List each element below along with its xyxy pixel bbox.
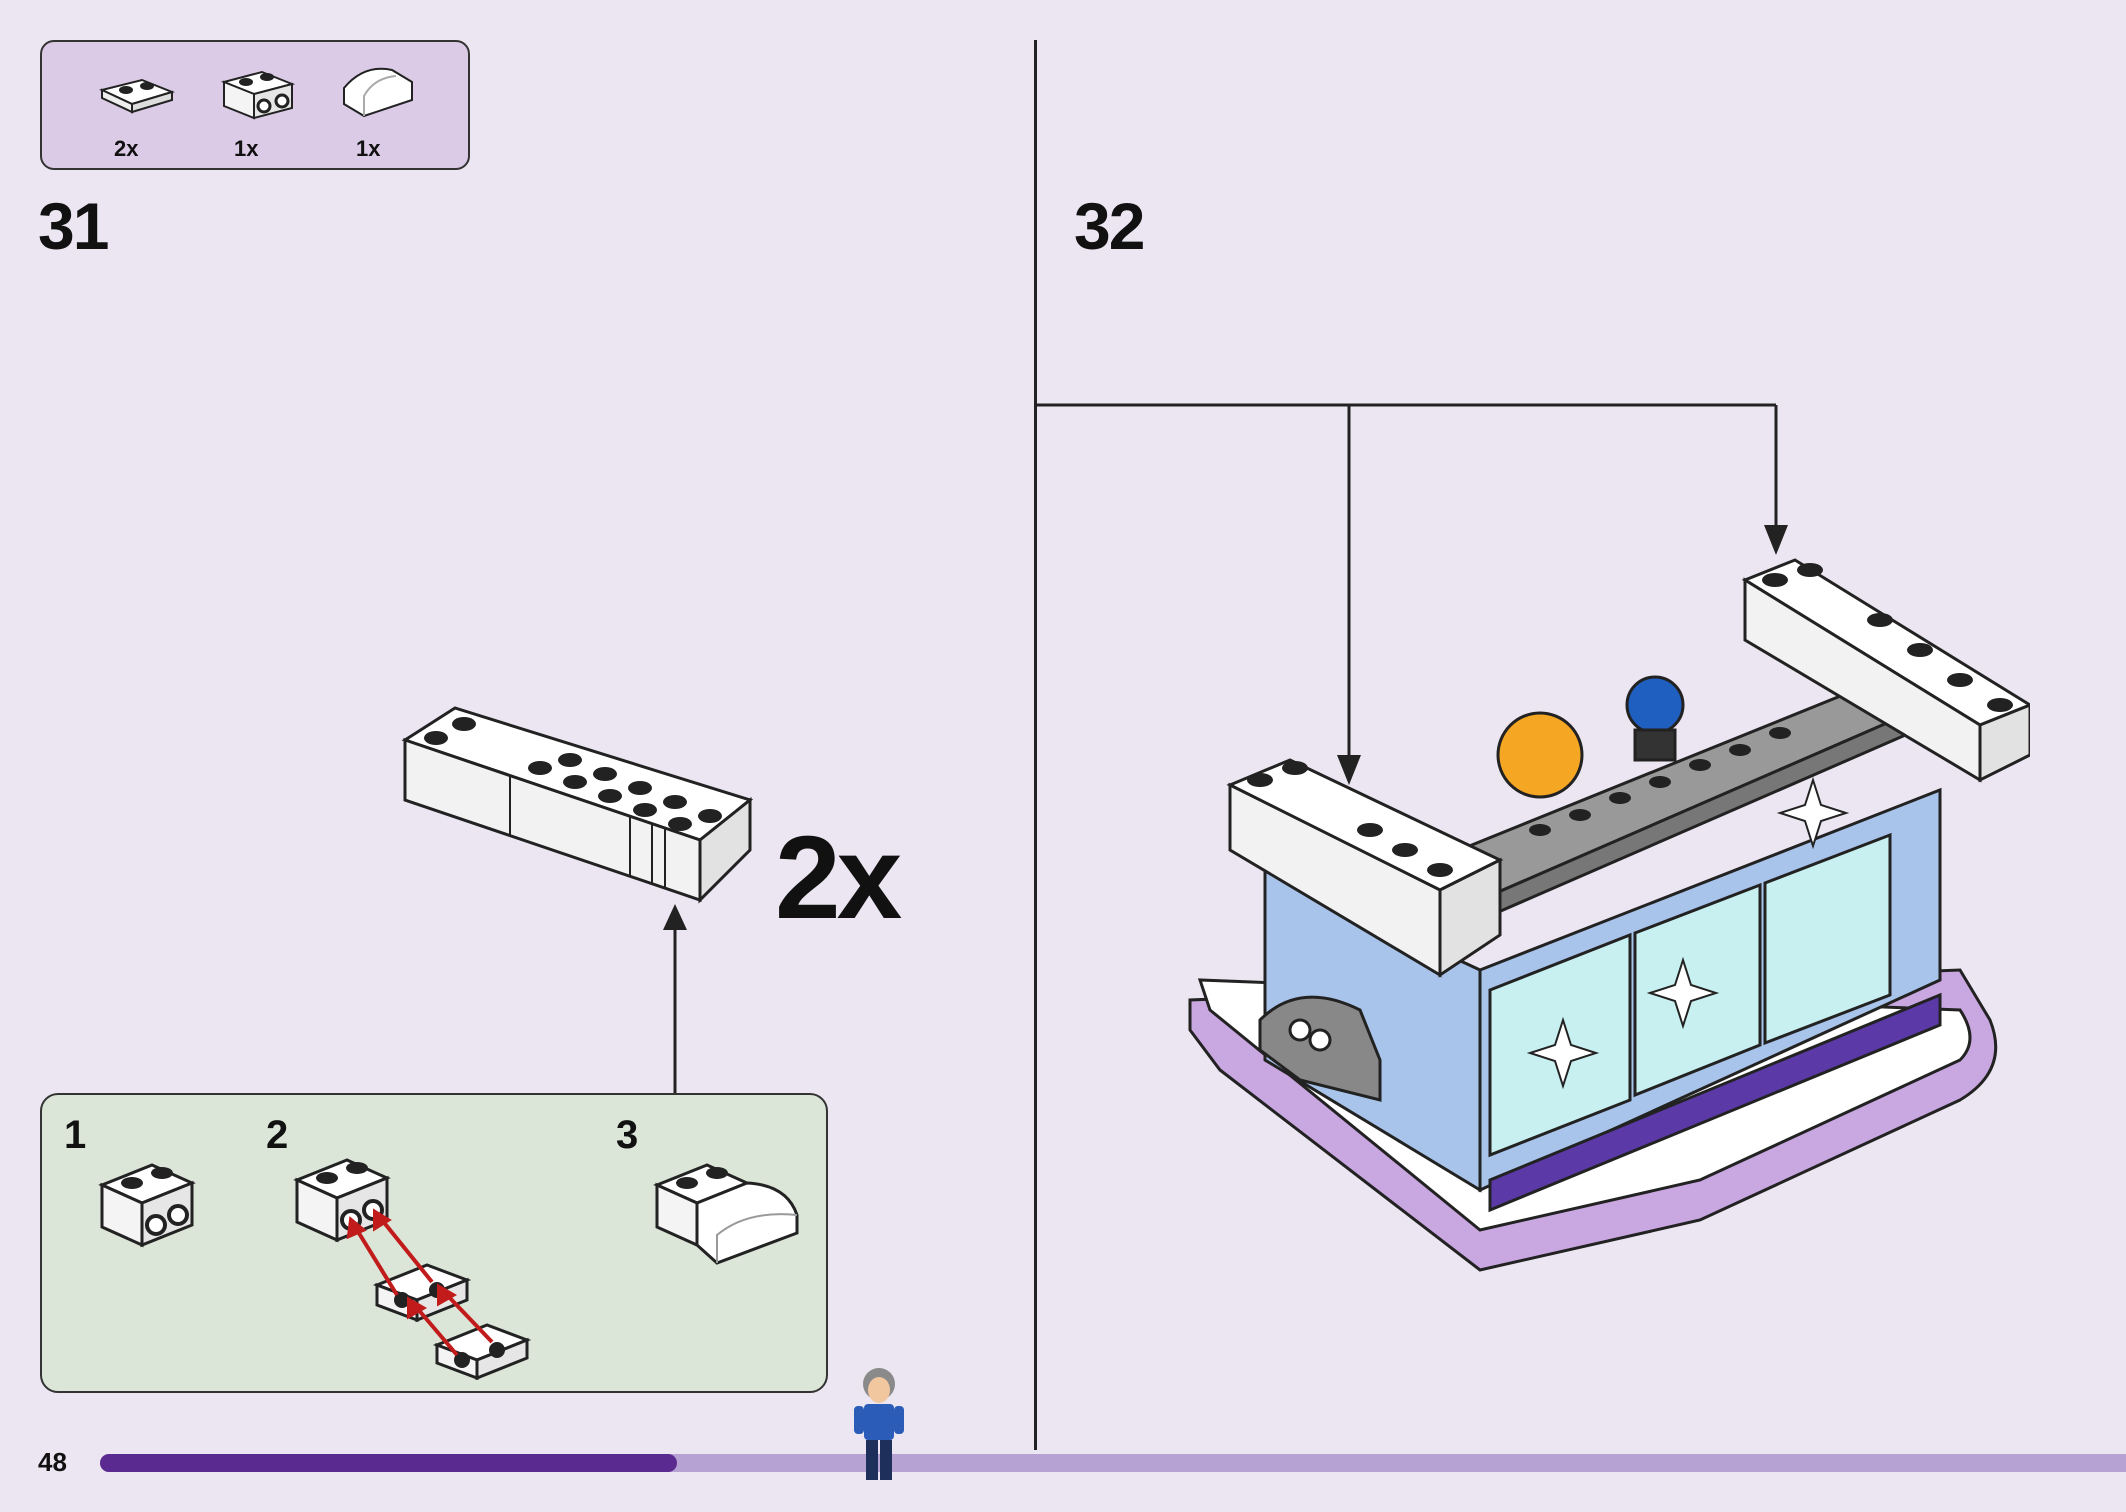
step-number-31: 31 [38,189,109,263]
progress-bar [100,1454,2126,1472]
sub-step-label-3: 3 [616,1113,639,1157]
main-model-illustration [1188,558,2030,1272]
up-arrow-icon [663,904,687,1100]
sub-step-label-1: 1 [64,1113,87,1157]
sub-assembly-illustration [401,706,754,904]
curved-slope-icon [343,67,413,118]
multiplier-label: 2x [775,812,902,944]
sub-step-label-2: 2 [266,1113,289,1157]
parts-qty: 1x [356,136,381,161]
parts-qty: 1x [234,136,259,161]
brick-1x2-side-studs-icon [220,70,296,120]
parts-list: 2x 1x 1x [40,40,470,170]
page-number: 48 [38,1447,67,1477]
parts-qty: 2x [114,136,139,161]
brick-with-slope-illustration [653,1163,799,1265]
step-number-32: 32 [1074,189,1145,263]
parts-item: 1x [334,60,424,161]
parts-item: 2x [92,60,182,161]
brick-side-studs-illustration [98,1163,196,1248]
parts-item: 1x [212,60,302,161]
sub-steps-box: 1 2 3 [40,1093,828,1393]
callout-arrows [1034,403,1788,785]
progress-bar-fill [100,1454,678,1472]
plate-1x2-icon [99,78,176,114]
minifigure-icon [854,1368,904,1480]
attach-plates-illustration [293,1158,532,1380]
page-divider [1034,40,1037,1450]
